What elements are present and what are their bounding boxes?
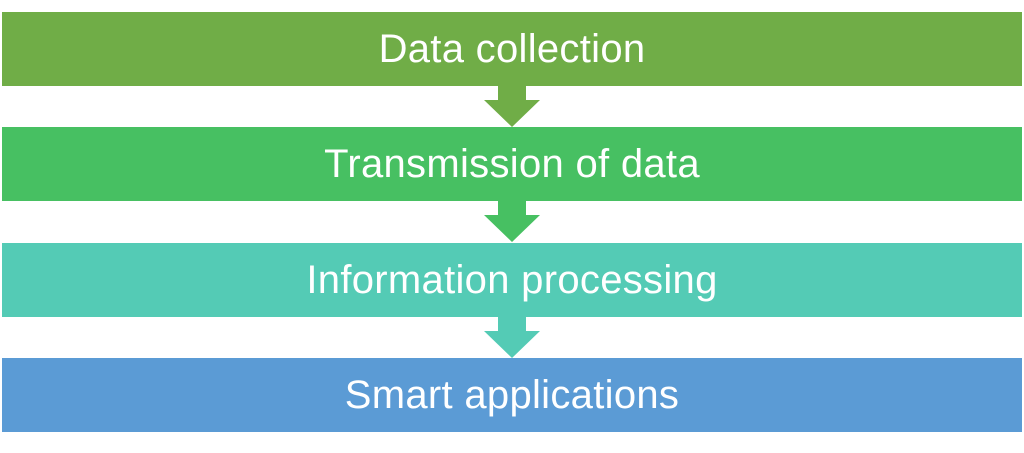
stage-smart-applications: Smart applications bbox=[2, 358, 1022, 432]
stage-data-collection: Data collection bbox=[2, 12, 1022, 86]
down-arrow-icon bbox=[484, 86, 540, 127]
down-arrow-icon bbox=[484, 201, 540, 242]
stage-label: Smart applications bbox=[344, 372, 680, 417]
stage-label: Transmission of data bbox=[324, 141, 700, 186]
stage-information-processing: Information processing bbox=[2, 243, 1022, 317]
stage-label: Information processing bbox=[306, 257, 718, 302]
down-arrow-icon bbox=[484, 317, 540, 358]
stage-transmission-of-data: Transmission of data bbox=[2, 127, 1022, 201]
stage-label: Data collection bbox=[378, 26, 646, 71]
